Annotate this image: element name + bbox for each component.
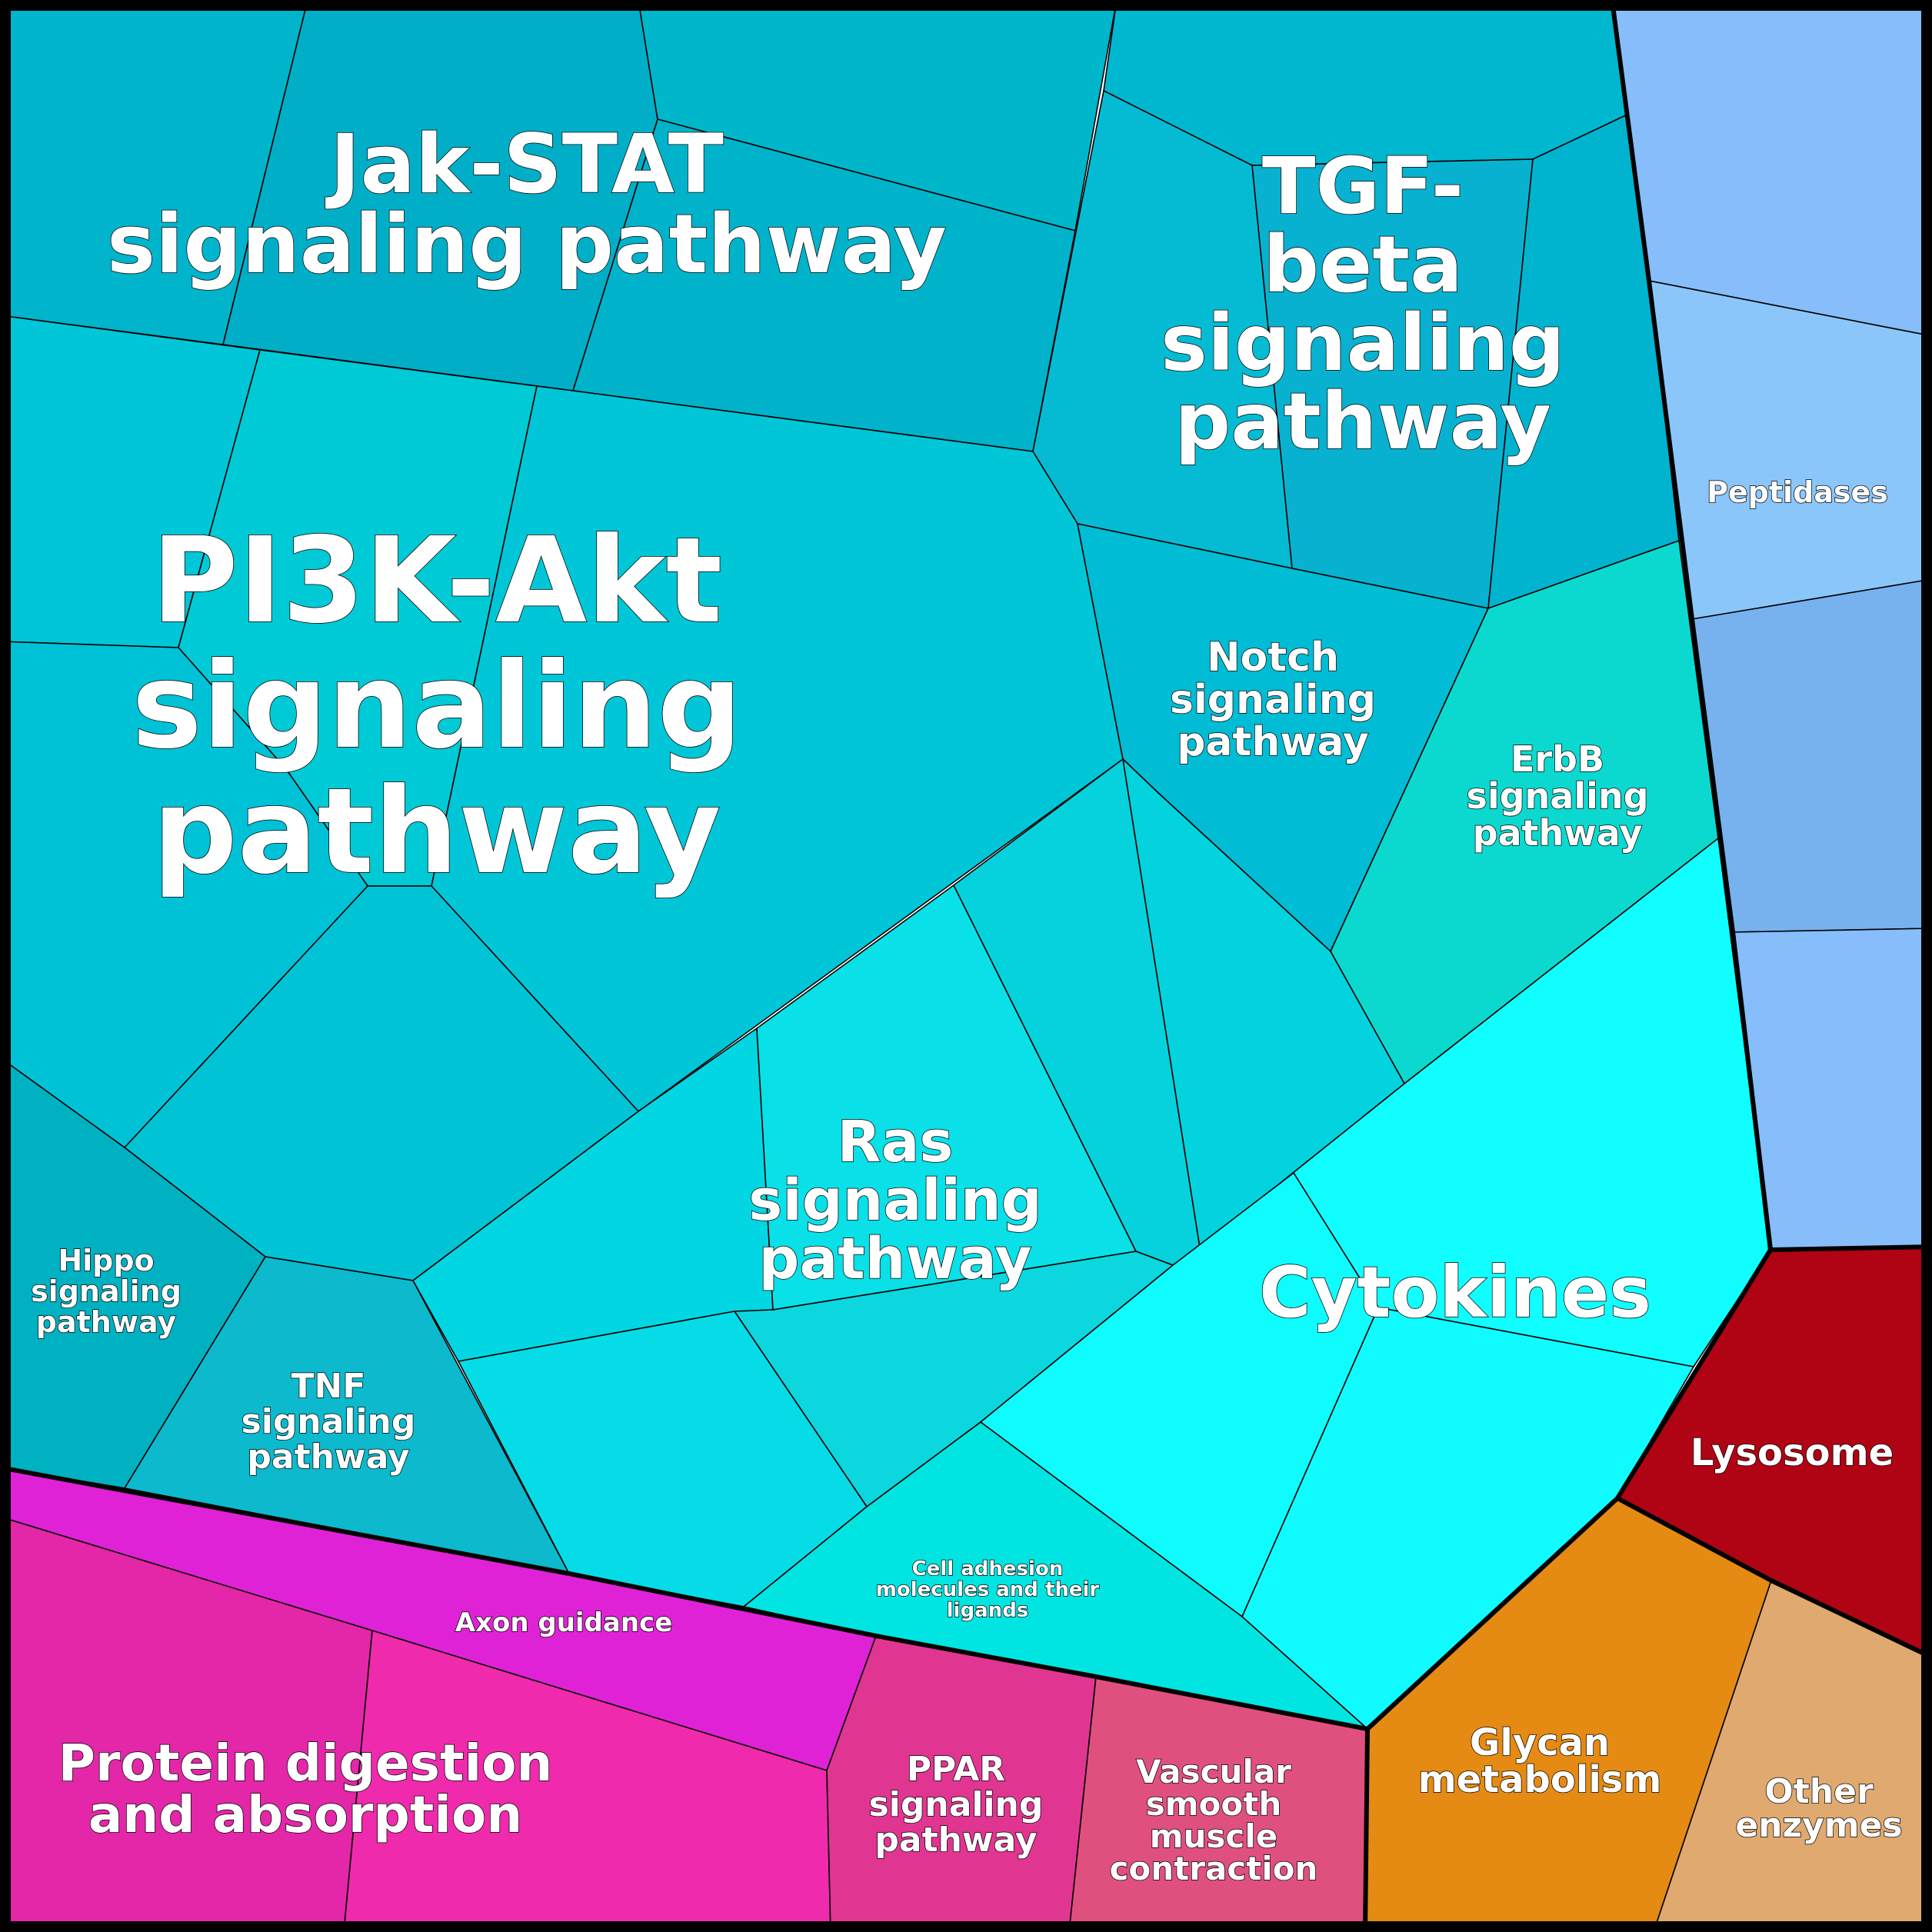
hippo-label-line: Hippo: [58, 1244, 154, 1277]
ppar-label-line: signaling: [869, 1785, 1044, 1824]
cytokines-label: Cytokines: [1259, 1251, 1651, 1334]
axon-label: Axon guidance: [455, 1607, 673, 1638]
hippo-label-line: signaling: [31, 1274, 182, 1308]
glycan-label-line: Glycan: [1470, 1721, 1610, 1764]
jakstat-label-line: signaling pathway: [107, 197, 947, 291]
ras-label-line: Ras: [838, 1109, 954, 1175]
tnf-label-line: signaling: [242, 1402, 416, 1441]
ras-label-line: signaling: [748, 1168, 1041, 1234]
ppar-label-line: pathway: [874, 1820, 1037, 1860]
peptidases-cell-2: [1648, 280, 1932, 620]
pi3k-label-line: signaling: [132, 638, 742, 775]
tnf-label-line: TNF: [291, 1367, 366, 1406]
erbb-label-line: signaling: [1466, 775, 1648, 817]
protein-label-line: and absorption: [88, 1785, 522, 1844]
celladhesion-label-line: ligands: [947, 1599, 1029, 1622]
vascular-label-line: smooth: [1146, 1785, 1281, 1823]
axon-label-line: Axon guidance: [455, 1607, 673, 1638]
lysosome-label-line: Lysosome: [1690, 1431, 1894, 1474]
tgfbeta-label-line: signaling: [1161, 298, 1565, 389]
tgfbeta-label-line: TGF-: [1262, 141, 1464, 232]
notch-label-line: pathway: [1177, 719, 1369, 765]
tgfbeta-label-line: beta: [1263, 219, 1463, 311]
tnf-label-line: pathway: [247, 1437, 409, 1477]
peptidases-label: Peptidases: [1707, 475, 1888, 509]
cytokines-label-line: Cytokines: [1259, 1251, 1651, 1334]
notch-label-line: Notch: [1207, 635, 1339, 681]
pi3k-label-line: PI3K-Akt: [152, 512, 722, 650]
other-label-line: enzymes: [1735, 1806, 1902, 1845]
celladhesion-label-line: Cell adhesion: [912, 1557, 1064, 1581]
notch-label-line: signaling: [1170, 677, 1376, 723]
side-cell: [1122, 758, 1405, 1248]
peptidases-label-line: Peptidases: [1707, 475, 1888, 509]
vascular-label-line: Vascular: [1136, 1753, 1291, 1790]
ppar-label-line: PPAR: [907, 1750, 1005, 1789]
lysosome-label: Lysosome: [1690, 1431, 1894, 1474]
protein-label-line: Protein digestion: [58, 1734, 553, 1793]
vascular-label-line: contraction: [1110, 1850, 1318, 1887]
glycan-label-line: metabolism: [1418, 1758, 1662, 1801]
erbb-label-line: pathway: [1473, 812, 1643, 854]
magenta-border: [1363, 1728, 1370, 1932]
other-label-line: Other: [1764, 1772, 1874, 1811]
peptidases-border: [1730, 931, 1932, 1252]
ras-label-line: pathway: [758, 1226, 1031, 1292]
erbb-label-line: ErbB: [1511, 738, 1604, 780]
protein-cell-1: [0, 1516, 373, 1932]
vascular-label-line: muscle: [1150, 1817, 1277, 1855]
pi3k-label-line: pathway: [152, 763, 721, 901]
enzymes-border: [1616, 1496, 1932, 1660]
celladhesion-label-line: molecules and their: [876, 1578, 1100, 1601]
tgfbeta-label-line: pathway: [1174, 376, 1551, 468]
protein-cell-2: [343, 1630, 831, 1932]
jakstat-label-line: Jak-STAT: [325, 117, 724, 212]
hippo-label-line: pathway: [36, 1305, 177, 1339]
